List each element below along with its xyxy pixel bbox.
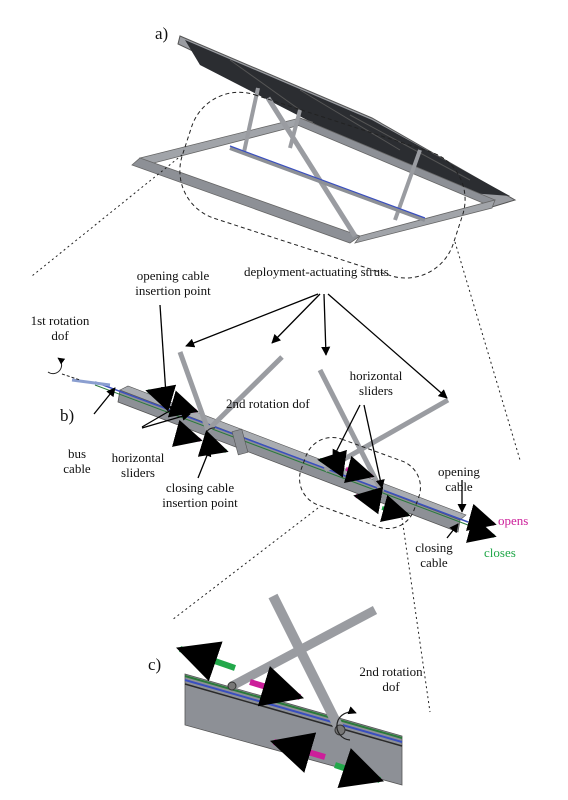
opening-arrow [353, 486, 384, 515]
closing-cable-label: closing cable [404, 540, 464, 570]
hsliders-right-line1: horizontal [349, 368, 403, 383]
panel-label-b: b) [60, 406, 75, 425]
leader-arrows [93, 293, 467, 539]
opening-arrow [269, 732, 326, 773]
bus-line1: bus [67, 446, 87, 461]
closing-arrow [176, 641, 236, 682]
horizontal-sliders-right-label: horizontal sliders [336, 368, 416, 398]
panel-label-a: a) [155, 24, 169, 43]
opening-cable-line2: cable [445, 479, 473, 494]
closing-insertion-label: closing cable insertion point [140, 480, 260, 510]
panel-label-c: c) [148, 655, 162, 674]
rotation2-detail-line1: 2nd rotation [359, 664, 423, 679]
opening-insertion-line2: insertion point [135, 283, 211, 298]
solar-array-drawing [31, 35, 521, 461]
opening-arrow [249, 666, 305, 707]
rotation1-label: 1st rotation dof [20, 313, 100, 343]
opening-insertion-label: opening cable insertion point [118, 268, 228, 298]
struts-label: deployment-actuating struts [244, 264, 389, 279]
hsliders-left-line2: sliders [121, 465, 155, 480]
rotation2-detail-label: 2nd rotation dof [346, 664, 436, 694]
closing-arrow [466, 515, 497, 543]
opening-arrow [344, 455, 375, 483]
rotation2-detail-line2: dof [382, 679, 400, 694]
horizontal-sliders-left-label: horizontal sliders [98, 450, 178, 480]
opening-arrow [167, 390, 199, 418]
detail-drawing [176, 593, 403, 788]
closing-arrow [317, 449, 347, 478]
closing-insertion-line1: closing cable [165, 480, 235, 495]
hsliders-left-line1: horizontal [111, 450, 165, 465]
opening-cable-label: opening cable [424, 464, 494, 494]
closing-cable-line2: cable [420, 555, 448, 570]
rotation1-line2: dof [51, 328, 69, 343]
closing-arrow [197, 430, 229, 457]
rotation2-label: 2nd rotation dof [226, 396, 310, 411]
opening-cable-line1: opening [438, 464, 480, 479]
hsliders-right-line2: sliders [359, 383, 393, 398]
opening-arrow [172, 419, 203, 447]
opening-insertion-line1: opening cable [136, 268, 210, 283]
rotation1-line1: 1st rotation [30, 313, 90, 328]
closing-arrow [380, 494, 411, 522]
closes-legend: closes [484, 545, 516, 560]
opens-legend: opens [498, 513, 529, 528]
closing-insertion-line2: insertion point [162, 495, 238, 510]
opening-arrow [466, 503, 497, 531]
closing-cable-line1: closing [415, 540, 453, 555]
closing-arrow [334, 748, 384, 788]
bus-line2: cable [63, 461, 91, 476]
bus-cable-label: bus cable [52, 446, 102, 476]
